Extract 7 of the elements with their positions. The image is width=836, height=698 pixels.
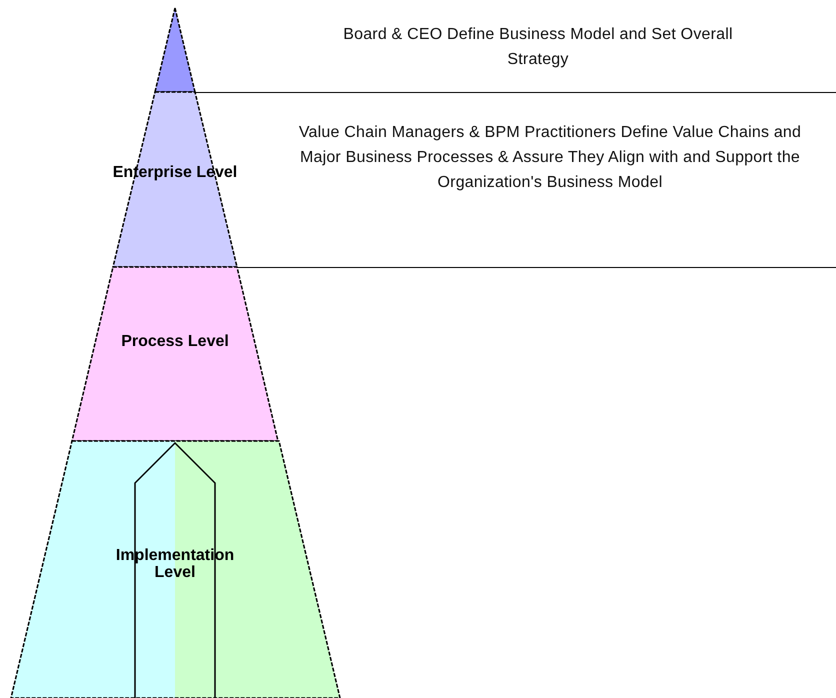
- description-text: Board & CEO Define Business Model and Set Overall Strategy: [342, 25, 734, 70]
- pyramid-tier: [11, 441, 340, 698]
- pyramid-tier: [155, 8, 195, 92]
- description-text: Value Chain Managers & BPM Practitioners Define Value Chains and Major Business Processes & Assure They Align with and Support the Organization's Business Model: [298, 123, 802, 193]
- tier-label: Enterprise Level: [112, 164, 238, 181]
- tier-label: Process Level: [120, 333, 230, 350]
- pyramid-tier: [113, 92, 237, 267]
